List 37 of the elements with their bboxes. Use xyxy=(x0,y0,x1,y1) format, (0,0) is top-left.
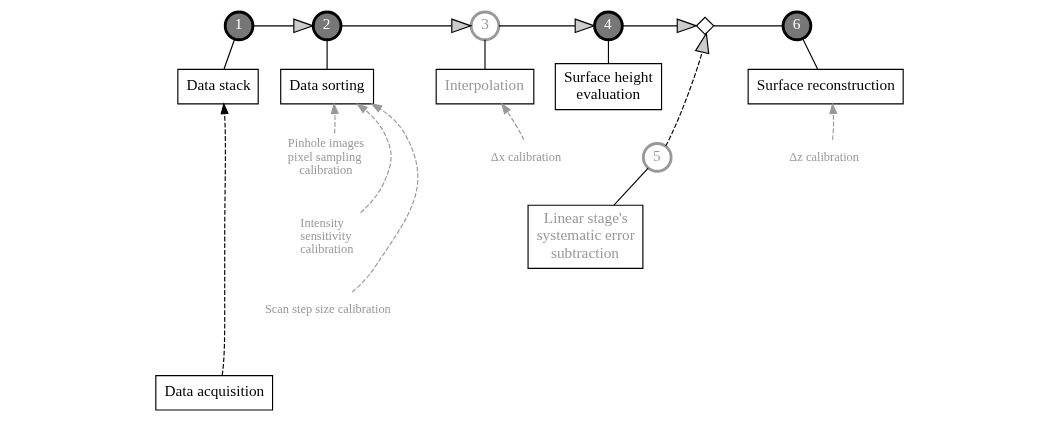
arrow xyxy=(621,18,699,34)
node-box: Data acquisition xyxy=(155,375,274,411)
node-text: Δx calibration xyxy=(490,149,562,164)
arrow xyxy=(356,103,392,214)
node-text: Δz calibration xyxy=(789,149,860,164)
node-box: Interpolation xyxy=(435,68,535,105)
connector xyxy=(713,25,784,27)
node-circle: 5 xyxy=(641,142,673,173)
node-circle: 4 xyxy=(593,10,624,42)
connector xyxy=(607,39,609,64)
node-box: Linear stage's systematic error subtraction xyxy=(527,204,644,269)
node-text: Pinhole images pixel sampling calibration xyxy=(287,136,365,178)
node-box: Data sorting xyxy=(280,68,375,105)
arrow xyxy=(252,18,315,34)
arrow xyxy=(340,18,473,34)
connector xyxy=(613,167,649,206)
arrow xyxy=(498,18,597,34)
node-circle: 2 xyxy=(311,10,343,42)
node-box: Data stack xyxy=(177,68,259,105)
connector xyxy=(223,38,236,70)
connector xyxy=(326,39,328,70)
arrow xyxy=(330,102,339,135)
node-text: Scan step size calibration xyxy=(264,301,391,316)
arrow xyxy=(500,102,525,141)
arrow xyxy=(351,103,419,293)
node-circle: 1 xyxy=(223,10,255,42)
node-text: Intensity sensitivity calibration xyxy=(300,215,354,257)
connector xyxy=(802,38,819,70)
node-box: Surface height evaluation xyxy=(554,63,663,111)
connector xyxy=(484,39,486,70)
arrow xyxy=(220,102,229,376)
node-circle: 3 xyxy=(469,10,501,42)
node-box: Surface reconstruction xyxy=(747,68,904,105)
arrow xyxy=(665,31,710,147)
arrow xyxy=(829,102,838,141)
node-circle: 6 xyxy=(781,10,813,42)
node-diamond xyxy=(695,16,715,36)
